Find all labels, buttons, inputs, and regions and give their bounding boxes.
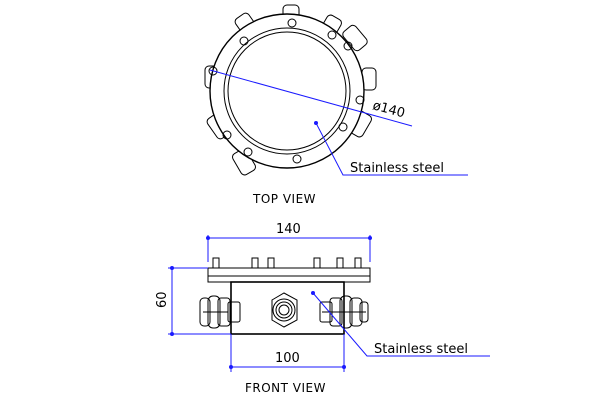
top-material-label: Stainless steel <box>350 161 444 176</box>
window-circle <box>227 31 347 151</box>
bottom-width-label: 100 <box>275 351 300 366</box>
lower-flange-plate <box>207 275 371 283</box>
front-view-title: FRONT VIEW <box>245 381 326 395</box>
material-leader-front <box>312 292 490 357</box>
top-flange-plate <box>207 267 371 277</box>
enclosure-body <box>230 281 345 335</box>
flange-bolts <box>212 257 362 269</box>
cable-gland-left <box>199 295 241 329</box>
diameter-dimension-line <box>209 69 377 117</box>
front-view: 140 <box>155 222 490 395</box>
top-view: ø140 Stainless steel TOP VIEW <box>204 4 468 206</box>
bolt-holes <box>208 18 365 164</box>
material-leader-top <box>315 122 468 176</box>
top-view-title: TOP VIEW <box>252 192 316 206</box>
top-width-label: 140 <box>276 222 301 237</box>
cable-gland-center <box>271 292 298 328</box>
diameter-label: ø140 <box>371 98 407 121</box>
flange-inner-ring <box>223 27 351 155</box>
height-label: 60 <box>155 291 170 308</box>
front-material-label: Stainless steel <box>374 342 468 357</box>
